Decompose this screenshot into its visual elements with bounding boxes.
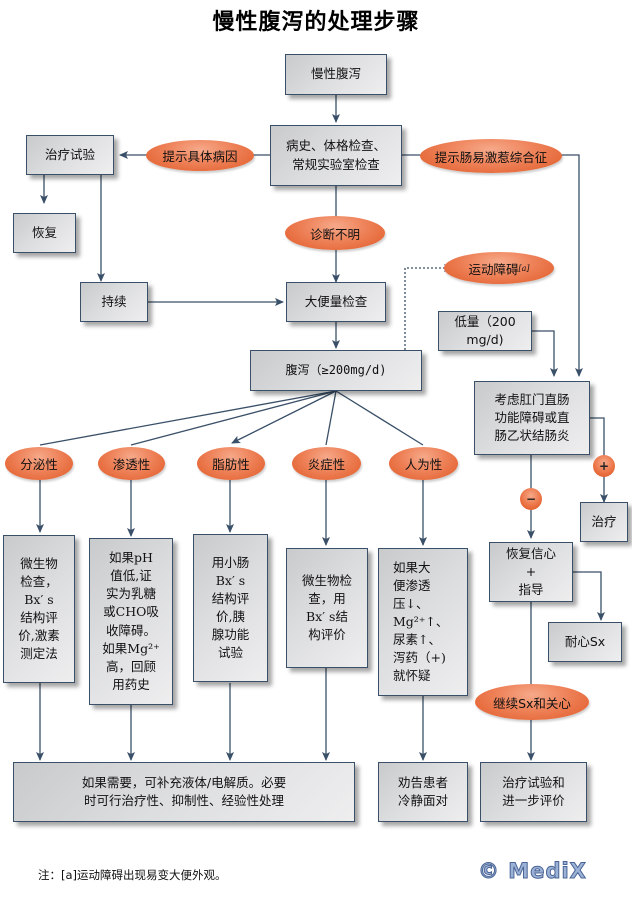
node-supportive-care: 如果需要，可补充液体/电解质。必要 时可行治疗性、抑制性、经验性处理: [13, 762, 355, 822]
node-inflammatory-detail: 微生物检 查，用 Bx′ s结 构评价: [286, 548, 368, 668]
node-history-exam: 病史、体格检查、 常规实验室检查: [270, 125, 402, 186]
ellipse-motility: 运动障碍[a]: [444, 252, 554, 284]
edge-diarrhea-motility: [404, 264, 453, 350]
node-treatment: 治疗: [580, 502, 628, 542]
ellipse-continue-care: 继续Sx和关心: [475, 684, 589, 720]
node-low-volume: 低量（200 mg/d): [438, 311, 532, 351]
ellipse-factitious: 人为性: [389, 447, 458, 480]
ellipse-secretory: 分泌性: [5, 447, 73, 480]
ellipse-diagnosis-unclear: 诊断不明: [285, 216, 385, 250]
ellipse-osmotic: 渗透性: [98, 447, 165, 480]
edge-to-inflammatory: [325, 390, 337, 446]
edge-to-secretory: [39, 390, 337, 446]
node-chronic-diarrhea: 慢性腹泻: [285, 54, 387, 95]
node-fatty-detail: 用小肠 Bx′ s 结构评 价,胰 腺功能 试验: [193, 534, 268, 682]
edge-reassure-patientsx: [573, 571, 605, 621]
ellipse-inflammatory: 炎症性: [292, 447, 361, 480]
page-title: 慢性腹泻的处理步骤: [212, 9, 420, 35]
motility-label: 运动障碍: [468, 261, 519, 277]
edge-low-consider: [532, 330, 558, 377]
positive-sign: +: [593, 455, 615, 477]
edge-to-factitious: [335, 390, 424, 446]
motility-footnote-ref: [a]: [518, 263, 530, 273]
ellipse-specific-cause: 提示具体病因: [146, 140, 254, 171]
node-reassure-guide: 恢复信心 + 指导: [489, 542, 573, 602]
node-stool-weight: 大便量检查: [286, 282, 386, 322]
edge-to-fatty: [231, 390, 337, 444]
node-diarrhea-high: 腹泻（≥200mg/d): [250, 350, 422, 391]
node-treatment-trial: 治疗试验: [26, 135, 114, 175]
footnote: 注：[a]运动障碍出现易变大便外观。: [38, 868, 227, 882]
negative-sign: −: [520, 488, 542, 510]
node-secretory-detail: 微生物 检查， Bx′ s 结构评 价,激素 测定法: [3, 535, 75, 683]
edge-to-osmotic: [130, 390, 337, 446]
ellipse-fatty: 脂肪性: [197, 447, 265, 480]
node-consider-anorectal: 考虑肛门直肠 功能障碍或直 肠乙状结肠炎: [474, 381, 590, 455]
node-recovery: 恢复: [13, 213, 76, 253]
node-trial-evaluation: 治疗试验和 进一步评价: [480, 762, 587, 822]
medix-logo: © MediX: [478, 859, 587, 884]
node-counsel-patient: 劝告患者 冷静面对: [378, 762, 468, 822]
ellipse-ibs: 提示肠易激惹综合征: [420, 139, 562, 173]
node-factitious-detail: 如果大 便渗透 压↓、 Mg²⁺↑、 尿素↑、 泻药（+) 就怀疑: [378, 548, 468, 696]
node-osmotic-detail: 如果pH 值低,证 实为乳糖 或CHO吸 收障碍。 如果Mg²⁺ 高，回顾 用药…: [89, 538, 173, 705]
node-persistent: 持续: [80, 282, 148, 322]
node-patient-sx: 耐心Sx: [548, 622, 622, 662]
